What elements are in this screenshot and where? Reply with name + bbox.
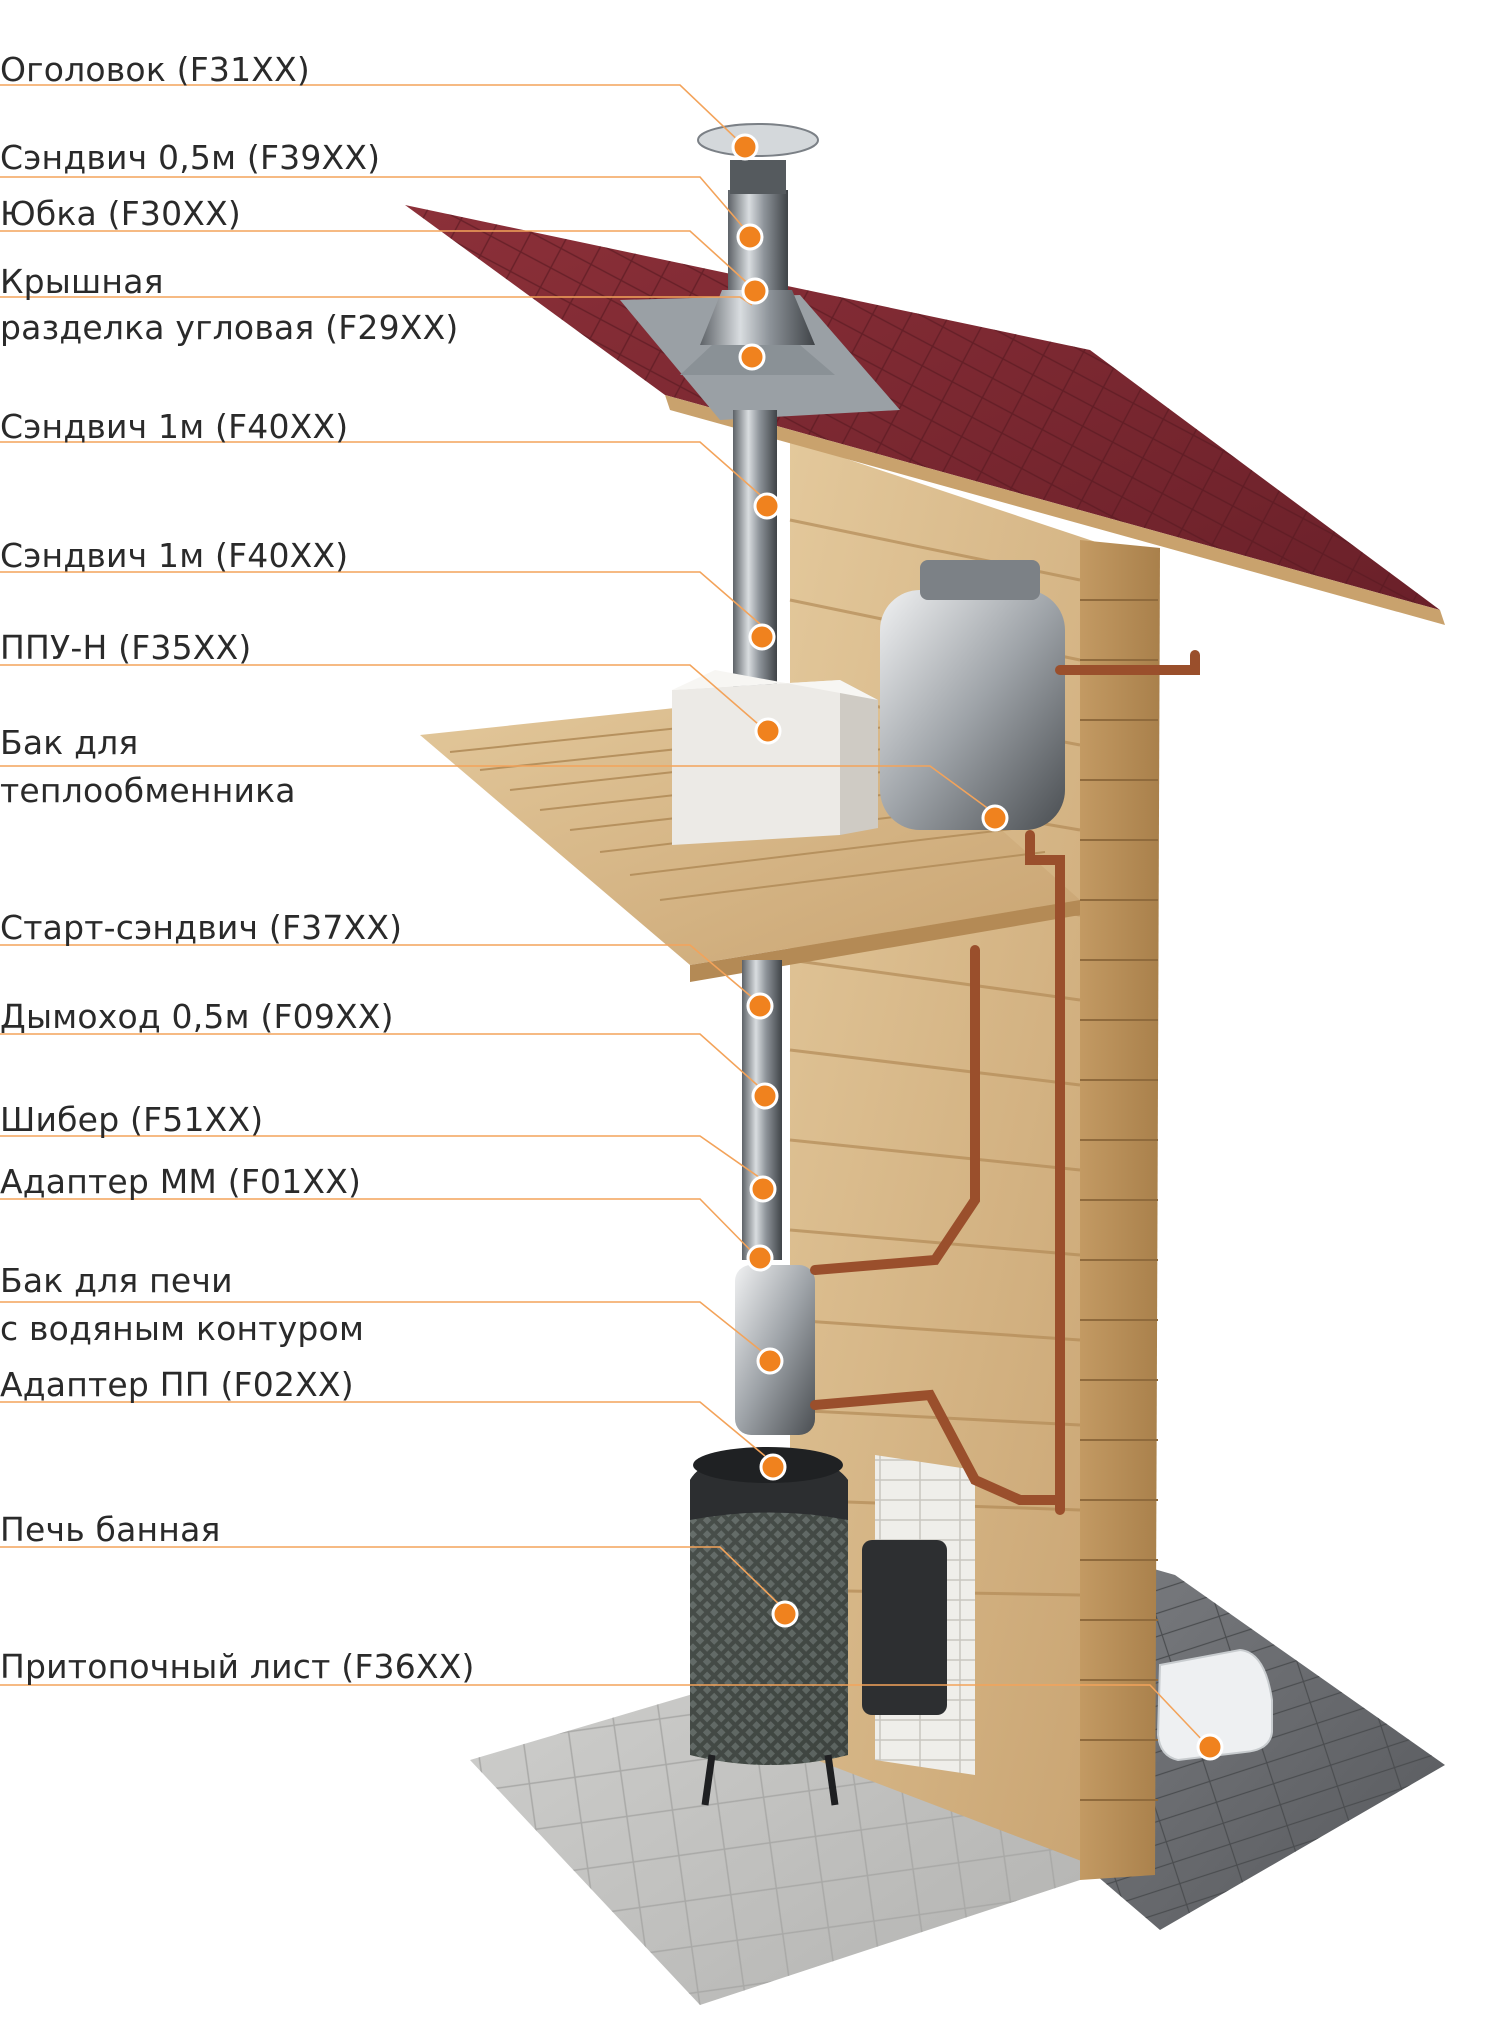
label-yubka: Юбка (F30XX) <box>0 194 241 233</box>
marker-dot <box>1196 1733 1224 1761</box>
fire-sheet <box>1156 1648 1273 1762</box>
sauna-stove-graphic <box>690 1447 947 1806</box>
ppu-box <box>672 680 840 845</box>
marker-dot <box>746 992 774 1020</box>
label-roof-passage-line1: Крышная <box>0 262 164 301</box>
marker-dot <box>746 1244 774 1272</box>
label-heat-exchanger-tank-line1: Бак для <box>0 723 139 762</box>
label-adapter-mm: Адаптер ММ (F01XX) <box>0 1162 362 1201</box>
label-chimney-05: Дымоход 0,5м (F09XX) <box>0 997 394 1036</box>
label-stove-tank-line1: Бак для печи <box>0 1261 233 1300</box>
label-heat-exchanger-tank-line2: теплообменника <box>0 771 296 810</box>
label-ppu-n: ППУ-Н (F35XX) <box>0 628 252 667</box>
marker-dot <box>749 1175 777 1203</box>
label-adapter-pp: Адаптер ПП (F02XX) <box>0 1365 354 1404</box>
label-sandwich-05: Сэндвич 0,5м (F39XX) <box>0 138 381 177</box>
marker-dot <box>981 804 1009 832</box>
label-roof-passage-line2: разделка угловая (F29XX) <box>0 308 459 347</box>
marker-dot <box>736 223 764 251</box>
marker-dot <box>771 1600 799 1628</box>
label-sandwich-1m-a: Сэндвич 1м (F40XX) <box>0 407 349 446</box>
marker-dot <box>738 343 766 371</box>
label-stove-tank-line2: с водяным контуром <box>0 1309 365 1348</box>
marker-dots <box>731 133 1224 1761</box>
label-start-sandwich: Старт-сэндвич (F37XX) <box>0 908 403 947</box>
marker-dot <box>754 717 782 745</box>
marker-dot <box>731 133 759 161</box>
label-sauna-stove: Печь банная <box>0 1510 221 1549</box>
heat-exchanger-tank-graphic <box>880 560 1065 830</box>
label-fire-sheet: Притопочный лист (F36XX) <box>0 1647 475 1686</box>
label-sandwich-1m-b: Сэндвич 1м (F40XX) <box>0 536 349 575</box>
marker-dot <box>751 1082 779 1110</box>
marker-dot <box>741 277 769 305</box>
label-ogolovok: Оголовок (F31XX) <box>0 50 310 89</box>
marker-dot <box>759 1453 787 1481</box>
leader-lines <box>0 84 1206 1744</box>
pipe-upper <box>733 410 777 720</box>
label-damper: Шибер (F51XX) <box>0 1100 264 1139</box>
skirt <box>700 290 815 345</box>
marker-dot <box>753 492 781 520</box>
marker-dot <box>748 623 776 651</box>
wall-end <box>1080 540 1160 1880</box>
marker-dot <box>756 1347 784 1375</box>
cap <box>697 123 819 157</box>
